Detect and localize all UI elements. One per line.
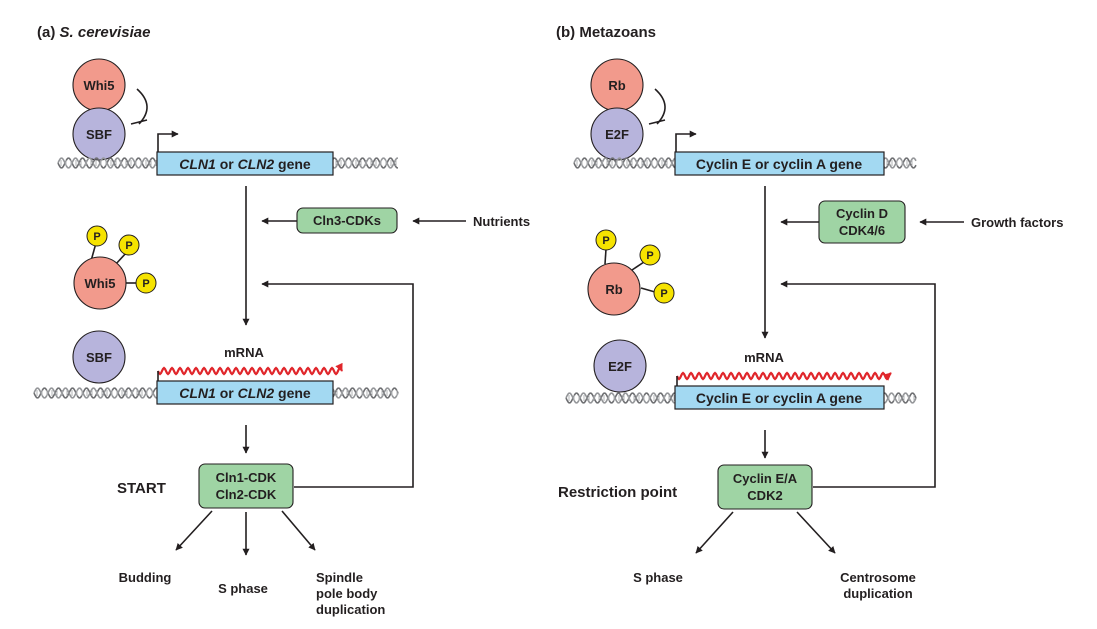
panel-a-whi5-sbf-bound: Whi5 SBF	[72, 58, 148, 161]
start-label: START	[117, 480, 166, 497]
p-link-b1	[604, 248, 607, 265]
repression-arc-b	[654, 88, 666, 125]
s-phase-b-label: S phase	[633, 570, 683, 585]
arrow-budding	[175, 510, 213, 551]
phosphate-b2	[639, 244, 661, 266]
cln12-cdk-box	[198, 463, 294, 509]
cln12-line1: Cln1-CDK	[216, 470, 277, 485]
phosphate-1-label: P	[93, 231, 100, 243]
centrosome-line2: duplication	[843, 586, 912, 601]
phosphate-3	[135, 272, 157, 294]
e2f-free-protein	[593, 339, 647, 393]
cyclin-d-line2: CDK4/6	[839, 223, 885, 238]
repression-arc	[136, 88, 148, 125]
cyclin-gene-label-2: Cyclin E or cyclin A gene	[696, 390, 862, 406]
panel-b: (b) Metazoans Rb E2F Cyclin E or cyclin …	[556, 24, 1063, 601]
panel-b-title: (b) Metazoans	[556, 24, 656, 41]
growth-factors-label: Growth factors	[971, 215, 1063, 230]
spb-line1: Spindle	[316, 570, 363, 585]
p-link-b3	[640, 287, 656, 293]
cyclin-ea-box	[717, 464, 813, 510]
phosphate-b3-label: P	[660, 288, 667, 300]
feedback-loop-b	[780, 280, 936, 488]
cyclin-ea-line2: CDK2	[747, 488, 782, 503]
rb-phospho-label: Rb	[605, 282, 622, 297]
e2f-label: E2F	[605, 127, 629, 142]
spb-line3: duplication	[316, 602, 385, 617]
e2f-free-label: E2F	[608, 359, 632, 374]
sbf-free-label: SBF	[86, 350, 112, 365]
centrosome-line1: Centrosome	[840, 570, 916, 585]
cyclin-d-line1: Cyclin D	[836, 206, 888, 221]
promoter-arrow-b	[675, 130, 697, 152]
cyclin-gene-label: Cyclin E or cyclin A gene	[696, 156, 862, 172]
nutrients-label: Nutrients	[473, 214, 530, 229]
s-phase-a-label: S phase	[218, 581, 268, 596]
mrna-wave	[157, 362, 343, 376]
arrow-s-phase-b	[695, 511, 734, 554]
phosphate-2	[118, 234, 140, 256]
phosphate-b1-label: P	[602, 235, 609, 247]
cyclin-gene-box-2	[674, 385, 885, 410]
cln-gene-box	[156, 151, 334, 176]
phosphate-b1	[595, 229, 617, 251]
arrow-spb	[281, 510, 316, 551]
cln-gene-label-2: CLN1 or CLN2 gene	[179, 385, 311, 401]
phospho-whi5: Whi5 P P P	[73, 225, 157, 310]
phosphate-b2-label: P	[646, 250, 653, 262]
phosphate-3-label: P	[142, 278, 149, 290]
restriction-point-label: Restriction point	[558, 484, 677, 501]
repression-bar-b	[648, 119, 666, 125]
phosphate-2-label: P	[125, 240, 132, 252]
panel-a: (a) S. cerevisiae Whi5 SBF CLN1 or CLN2 …	[33, 24, 530, 617]
repression-bar	[130, 119, 148, 125]
cyclin-ea-line1: Cyclin E/A	[733, 471, 798, 486]
cln12-line2: Cln2-CDK	[216, 487, 277, 502]
whi5-phospho-label: Whi5	[84, 276, 115, 291]
sbf-label: SBF	[86, 127, 112, 142]
mrna-wave-b	[676, 371, 892, 381]
cln3-cdks-label: Cln3-CDKs	[313, 213, 381, 228]
cln-gene-box-2	[156, 380, 334, 405]
p-link-b2	[631, 261, 645, 271]
panel-a-title: (a) S. cerevisiae	[37, 24, 150, 41]
phospho-rb: Rb P P P	[587, 229, 675, 316]
whi5-phospho-protein	[73, 256, 127, 310]
phosphate-b3	[653, 282, 675, 304]
whi5-label: Whi5	[83, 78, 114, 93]
phosphate-1	[86, 225, 108, 247]
budding-label: Budding	[119, 570, 172, 585]
mrna-label-b: mRNA	[744, 350, 784, 365]
cln-gene-label: CLN1 or CLN2 gene	[179, 156, 311, 172]
arrow-centrosome	[796, 511, 836, 554]
promoter-arrow	[157, 130, 179, 152]
rb-phospho-protein	[587, 262, 641, 316]
cyclin-gene-box	[674, 151, 885, 176]
rb-label: Rb	[608, 78, 625, 93]
mrna-label: mRNA	[224, 345, 264, 360]
feedback-loop-a	[261, 280, 414, 488]
spb-line2: pole body	[316, 586, 378, 601]
sbf-free-protein	[72, 330, 126, 384]
panel-b-rb-e2f-bound: Rb E2F	[590, 58, 666, 161]
